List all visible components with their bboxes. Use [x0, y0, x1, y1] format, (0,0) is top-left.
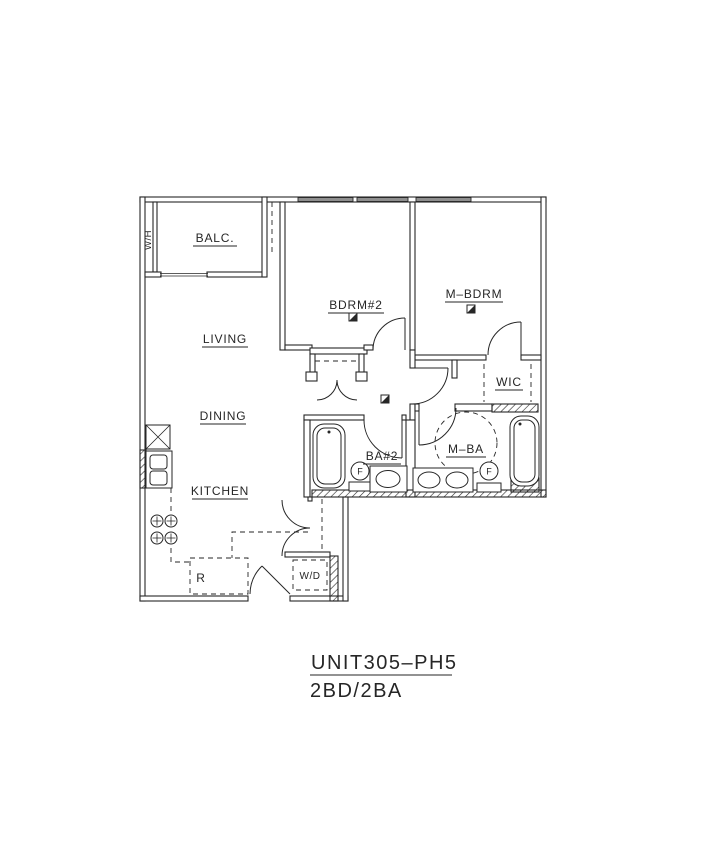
window-bedroom2-a [297, 197, 354, 202]
wall-segment-wic-left [451, 359, 458, 379]
dishwasher-icon [145, 424, 171, 450]
unit-title: UNIT305–PH5 [311, 652, 458, 674]
wall-segment [358, 353, 365, 375]
wall-segment-bedroom2-left [279, 201, 286, 351]
wall-segment [540, 196, 547, 498]
wall-segment [305, 371, 318, 382]
dining-label: DINING [200, 409, 247, 423]
vanity2-icon [369, 465, 408, 493]
door-hall [411, 367, 449, 405]
hatched-wall-mba-top [491, 403, 539, 413]
wall-segment [307, 496, 313, 502]
kitchen-label: KITCHEN [191, 484, 249, 498]
wall-segment [144, 271, 162, 278]
door-master-bedroom [487, 321, 522, 356]
door-bedroom2 [372, 317, 406, 351]
windows [297, 197, 472, 202]
wall-segment [409, 403, 416, 421]
wall-segment [342, 496, 349, 602]
dashed-lines [170, 202, 532, 595]
fan-label: F [486, 467, 492, 477]
unit-config: 2BD/2BA [310, 680, 403, 702]
wall-segment [401, 414, 407, 421]
light-symbols [348, 304, 476, 404]
window-bedroom2-b [356, 197, 409, 202]
wall-segment [414, 403, 420, 412]
doors [160, 273, 522, 595]
wic-label: WIC [496, 375, 522, 389]
wall-segment-bedroom-divider [409, 201, 416, 351]
washer-dryer-box [292, 559, 328, 591]
room-labels: BALC. W/H LIVING DINING KITCHEN BDRM#2 M… [143, 230, 523, 585]
light-icon [348, 312, 358, 322]
wall-segment [414, 354, 487, 361]
walls [139, 196, 547, 602]
master-bedroom-label: M–BDRM [446, 287, 503, 301]
wall-segment-closet-back [309, 347, 368, 355]
refrigerator-label: R [196, 571, 205, 585]
wall-segment [520, 354, 542, 361]
kitchen-sink-icon [145, 450, 173, 489]
wall-segment-bath2-top [303, 414, 365, 421]
wall-segment [409, 349, 416, 369]
wall-segment [309, 353, 316, 375]
bathtub2-icon [312, 423, 346, 489]
living-label: LIVING [203, 332, 247, 346]
fan-label: F [357, 467, 363, 477]
door-entry [249, 565, 291, 595]
wall-segment [284, 344, 313, 351]
wall-segment [355, 371, 368, 382]
water-heater-label: W/H [143, 230, 154, 250]
wall-segment [139, 595, 249, 602]
light-icon [466, 304, 476, 314]
wall-segment [139, 196, 146, 602]
wall-segment-wd-top [284, 551, 331, 558]
wall-segment [289, 595, 349, 602]
bedroom2-label: BDRM#2 [329, 298, 382, 312]
door-laundry-double [281, 499, 311, 557]
toilet2-icon: F [348, 461, 373, 492]
master-toilet-icon: F [476, 461, 502, 493]
wall-segment-bath2-left [303, 419, 311, 498]
stove-icon [150, 514, 178, 545]
master-bath-label: M–BA [448, 442, 484, 456]
wall-segment [363, 344, 374, 351]
hatched-wall-kitchen [139, 449, 147, 489]
door-closet-double [316, 379, 358, 401]
window-master-bedroom [415, 197, 472, 202]
refrigerator-outline [189, 557, 249, 595]
wall-segment-balcony-divider [261, 196, 268, 278]
counter-line [170, 548, 190, 563]
door-balcony-slider [160, 273, 208, 277]
door-master-bath [418, 407, 457, 446]
washer-dryer-label: W/D [300, 571, 321, 582]
door-bath2 [363, 419, 403, 459]
title-block: UNIT305–PH5 2BD/2BA [310, 652, 458, 702]
light-icon [380, 394, 390, 404]
master-bathtub-icon [509, 415, 540, 487]
master-vanity-icon [412, 467, 474, 493]
wall-segment [206, 271, 266, 278]
bath2-label: BA#2 [366, 449, 399, 463]
balcony-label: BALC. [196, 231, 235, 245]
wall-segment [454, 403, 493, 412]
entry-soffit [231, 531, 308, 558]
fixtures: F F [145, 415, 540, 591]
hatched-wall-wd-right [329, 555, 339, 602]
